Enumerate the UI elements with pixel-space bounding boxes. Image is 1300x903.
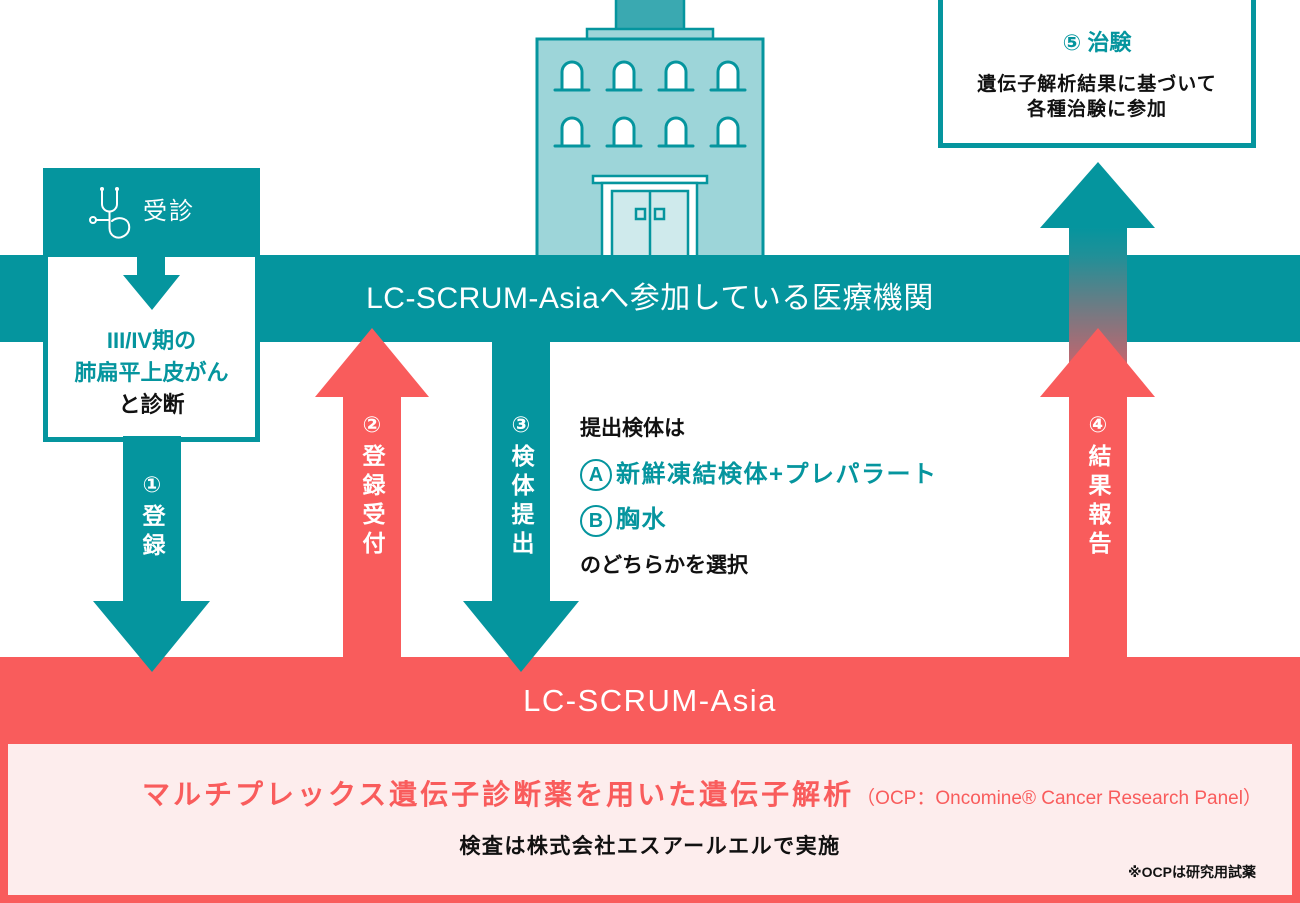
trial-step-number: ⑤ — [1062, 30, 1082, 55]
trial-title: ⑤ 治験 — [938, 28, 1256, 58]
step-3-number: ③ — [511, 412, 531, 437]
diagnosis-disease: 肺扁平上皮がん — [74, 360, 229, 385]
analysis-subtext: 検査は株式会社エスアールエルで実施 — [459, 835, 841, 858]
door-handle — [653, 207, 666, 221]
step-1-number: ① — [142, 472, 162, 497]
option-a-badge: A — [580, 459, 612, 492]
step-3-text: 検体提出 — [508, 444, 534, 560]
analysis-heading-main: マルチプレックス遺伝子診断薬を用いた遺伝子解析 — [142, 779, 855, 810]
building-window — [612, 60, 636, 92]
building-window — [716, 60, 740, 92]
step-1-text: 登録 — [139, 504, 165, 562]
lc-scrum-band-label: LC-SCRUM-Asia — [523, 683, 777, 718]
diagnosis-stage: III/IV期の — [106, 328, 197, 353]
visit-title: 受診 — [143, 198, 195, 225]
step-2-text: 登録受付 — [359, 444, 385, 560]
diagnosis-suffix: と診断 — [118, 392, 185, 417]
step-4-text: 結果報告 — [1085, 444, 1111, 560]
option-b-text: 胸水 — [616, 506, 667, 533]
specimen-intro: 提出検体は — [580, 417, 685, 440]
option-a-text: 新鮮凍結検体+プレパラート — [616, 460, 938, 488]
trial-box — [938, 0, 1256, 148]
building-window — [716, 116, 740, 148]
step-2-label: ② 登録受付 — [352, 412, 392, 560]
analysis-box — [8, 744, 1292, 895]
trial-desc-line1: 遺伝子解析結果に基づいて — [977, 74, 1217, 95]
analysis-heading: マルチプレックス遺伝子診断薬を用いた遺伝子解析（OCP：Oncomine® Ca… — [142, 776, 1262, 819]
building-window — [612, 116, 636, 148]
trial-desc-line2: 各種治験に参加 — [1026, 99, 1167, 120]
trial-title-text: 治験 — [1087, 30, 1132, 55]
step-3-label: ③ 検体提出 — [501, 412, 541, 560]
step-4-label: ④ 結果報告 — [1078, 412, 1118, 560]
building-window — [664, 116, 688, 148]
step-1-label: ① 登録 — [132, 472, 172, 562]
window-sill — [553, 88, 747, 148]
step-4-number: ④ — [1088, 412, 1108, 437]
hospital-band-label: LC-SCRUM-Asiaへ参加している医療機関 — [366, 282, 934, 315]
specimen-outro: のどちらかを選択 — [580, 553, 748, 577]
building-window — [664, 60, 688, 92]
stethoscope-icon — [89, 187, 131, 239]
building-window — [560, 116, 584, 148]
analysis-footnote: ※OCPは研究用試薬 — [1128, 864, 1256, 880]
step-2-number: ② — [362, 412, 382, 437]
door-handle — [634, 207, 647, 221]
building-window — [560, 60, 584, 92]
analysis-heading-note: （OCP：Oncomine® Cancer Research Panel） — [856, 788, 1262, 809]
option-b-badge: B — [580, 504, 612, 537]
